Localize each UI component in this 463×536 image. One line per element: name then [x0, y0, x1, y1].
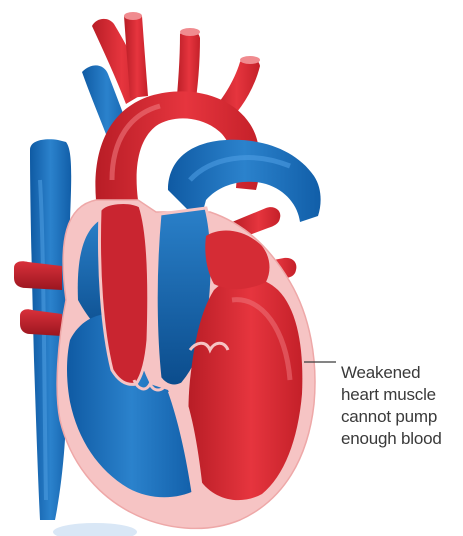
annotation-line-2: heart muscle: [341, 384, 461, 406]
annotation-line-3: cannot pump: [341, 406, 461, 428]
left-atrium: [205, 231, 269, 290]
annotation-line-1: Weakened: [341, 362, 461, 384]
annotation-label: Weakened heart muscle cannot pump enough…: [341, 362, 461, 450]
pulmonary-vein-left-1: [14, 261, 62, 290]
annotation-line-4: enough blood: [341, 428, 461, 450]
base-shadow: [53, 523, 137, 536]
pulmonary-vein-left-2: [20, 309, 62, 336]
